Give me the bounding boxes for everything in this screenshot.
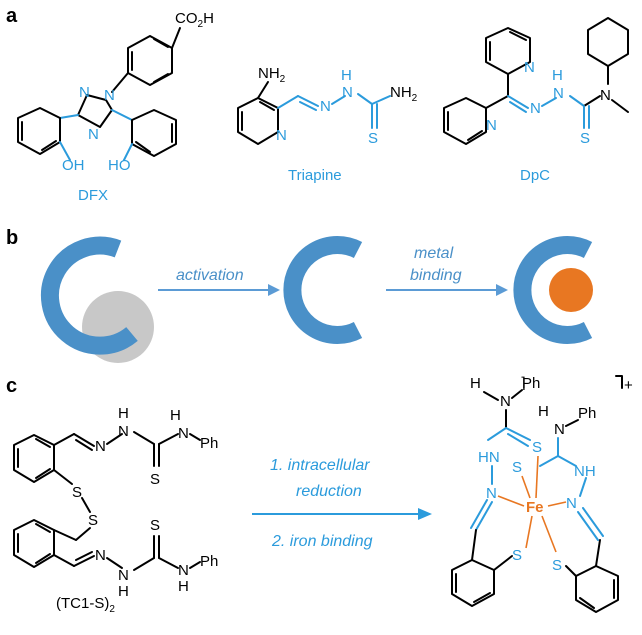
tc1-n-bot-c: N <box>178 562 189 579</box>
triapine-s: S <box>368 130 378 147</box>
dfx-caption: DFX <box>78 187 108 204</box>
triapine-n-b: N <box>342 84 353 101</box>
complex-ph1: Ph <box>522 375 540 392</box>
complex-s1: S <box>532 439 542 456</box>
tc1-h-top-2: H <box>170 407 181 424</box>
panel-letter-a: a <box>6 5 18 27</box>
panel-letter-c: c <box>6 375 17 397</box>
reaction-step1: 1. intracellular <box>270 457 370 474</box>
complex-n1: N <box>500 393 511 410</box>
triapine-n-ring: N <box>276 127 287 144</box>
complex-n2: N <box>554 421 565 438</box>
tc1-n-top-a: N <box>95 438 106 455</box>
metal-binding-arrowhead <box>496 284 508 296</box>
metal-ion <box>549 268 593 312</box>
dfx-oh1: OH <box>62 157 85 174</box>
tc1-h-bot: H <box>118 583 129 600</box>
complex-nh: NH <box>574 463 596 480</box>
complex-h2: H <box>538 403 549 420</box>
complex-charge: + <box>624 377 633 394</box>
complex-bracket: ⌉ <box>520 375 526 392</box>
complex-n3: N <box>486 485 497 502</box>
molecule-tc1-s2: N N H S H N Ph S S N N H S N <box>13 405 218 615</box>
dpc-n-a: N <box>530 100 541 117</box>
triapine-nh2-right: NH2 <box>390 84 418 104</box>
tc1-label: (TC1-S)2 <box>56 595 115 615</box>
tc1-n-top-b: N <box>118 423 129 440</box>
dpc-n-py2: N <box>486 117 497 134</box>
activation-arrowhead <box>268 284 280 296</box>
tc1-h-top: H <box>118 405 129 422</box>
complex-s2: S <box>512 459 522 476</box>
dfx-n1: N <box>79 84 90 101</box>
triapine-caption: Triapine <box>288 167 342 184</box>
dfx-n2: N <box>104 87 115 104</box>
dfx-co2h: CO2H <box>175 10 214 30</box>
tc1-s1: S <box>72 484 82 501</box>
complex-hn: HN <box>478 449 500 466</box>
molecule-dfx: CO2H N N N OH HO DFX <box>17 10 214 204</box>
dfx-oh2: HO <box>108 157 131 174</box>
reaction-step1b: reduction <box>296 483 362 500</box>
complex-s3: S <box>512 547 522 564</box>
iron-complex: ⌉ + H N Ph H N Ph S HN N S NH N Fe <box>451 375 633 613</box>
complex-ph2: Ph <box>578 405 596 422</box>
complex-fe: Fe <box>526 499 544 516</box>
tc1-n-top-c: N <box>178 425 189 442</box>
triapine-h: H <box>341 67 352 84</box>
metal-complex-shape <box>513 236 593 344</box>
complex-s4: S <box>552 557 562 574</box>
tc1-s2: S <box>88 512 98 529</box>
reaction-step2: 2. iron binding <box>271 533 373 550</box>
tc1-n-bot-a: N <box>95 547 106 564</box>
dfx-n3: N <box>88 126 99 143</box>
complex-h1: H <box>470 375 481 392</box>
molecule-dpc: N N N H N S N DpC <box>443 17 629 184</box>
reaction-arrowhead <box>418 508 432 520</box>
metal-binding-label-1: metal <box>414 245 454 262</box>
dpc-n-py1: N <box>524 59 535 76</box>
tc1-s-bot: S <box>150 517 160 534</box>
dpc-n-me: N <box>600 87 611 104</box>
tc1-n-bot-b: N <box>118 567 129 584</box>
dpc-s: S <box>580 130 590 147</box>
tc1-ph-bot: Ph <box>200 553 218 570</box>
tc1-s-top: S <box>150 471 160 488</box>
dpc-n-b: N <box>553 85 564 102</box>
tc1-h-bot-2: H <box>178 578 189 595</box>
dpc-h: H <box>552 67 563 84</box>
activation-label: activation <box>176 267 244 284</box>
complex-n4: N <box>566 495 577 512</box>
dpc-caption: DpC <box>520 167 550 184</box>
panel-letter-b: b <box>6 227 18 249</box>
prodrug-shape <box>41 236 154 363</box>
metal-binding-label-2: binding <box>410 267 462 284</box>
tc1-ph-top: Ph <box>200 435 218 452</box>
triapine-n-a: N <box>320 98 331 115</box>
triapine-nh2-top: NH2 <box>258 65 286 85</box>
active-chelator-shape <box>283 236 363 344</box>
molecule-triapine: NH2 N N H N NH2 S Triapine <box>237 65 418 184</box>
